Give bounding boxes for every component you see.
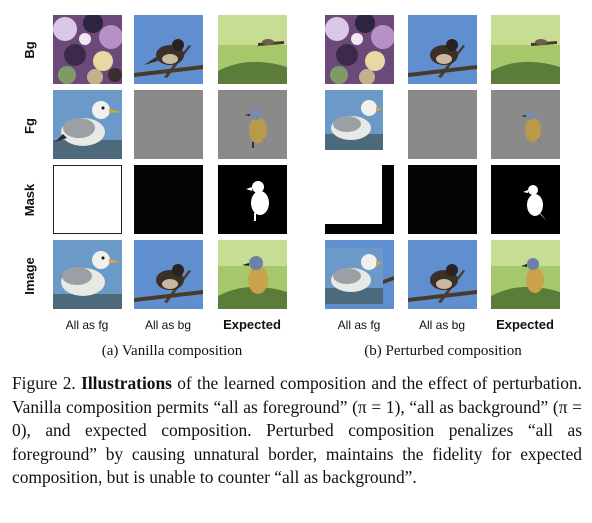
panel-a-label: (a) Vanilla composition (101, 343, 243, 359)
column-label-a-expected: Expected (223, 317, 281, 332)
caption-figure-number: Figure 2. (12, 373, 76, 393)
cell-b-bg-all-as-bg (408, 15, 477, 84)
row-label-bg: Bg (22, 41, 37, 59)
cell-a-fg-expected (218, 90, 287, 159)
cell-b-bg-expected (491, 15, 560, 84)
cell-a-image-expected (218, 240, 287, 309)
caption-text: of the learned composition and the effec… (12, 373, 582, 488)
cell-b-image-all-as-fg (325, 240, 394, 309)
panel-b-label: (b) Perturbed composition (364, 343, 522, 359)
cell-a-image-all-as-bg (134, 240, 203, 309)
cell-a-image-all-as-fg (53, 240, 122, 309)
cell-a-fg-all-as-bg (134, 90, 203, 159)
column-label-a-all-as-fg: All as fg (65, 318, 109, 332)
cell-b-mask-expected (491, 165, 560, 234)
row-label-fg: Fg (22, 118, 37, 134)
cell-b-image-expected (491, 240, 560, 309)
cell-b-bg-all-as-fg (325, 15, 394, 84)
column-label-a-all-as-bg: All as bg (144, 318, 192, 332)
row-label-mask: Mask (22, 183, 37, 217)
column-label-b-expected: Expected (496, 317, 554, 332)
cell-a-fg-all-as-fg (53, 90, 122, 159)
cell-a-bg-all-as-fg (53, 15, 122, 84)
column-label-b-all-as-fg: All as fg (337, 318, 381, 332)
row-label-image: Image (22, 257, 37, 295)
cell-a-mask-expected (218, 165, 287, 234)
cell-a-mask-all-as-fg (53, 165, 122, 234)
cell-b-mask-all-as-fg (325, 165, 394, 234)
cell-b-fg-expected (491, 90, 560, 159)
caption-title: Illustrations (81, 373, 172, 393)
cell-a-mask-all-as-bg (134, 165, 203, 234)
cell-a-bg-expected (218, 15, 287, 84)
column-label-b-all-as-bg: All as bg (418, 318, 466, 332)
cell-b-mask-all-as-bg (408, 165, 477, 234)
cell-a-bg-all-as-bg (134, 15, 203, 84)
cell-b-fg-all-as-bg (408, 90, 477, 159)
cell-b-image-all-as-bg (408, 240, 477, 309)
figure-caption: Figure 2. Illustrations of the learned c… (12, 372, 582, 490)
cell-b-fg-all-as-fg (325, 90, 394, 159)
